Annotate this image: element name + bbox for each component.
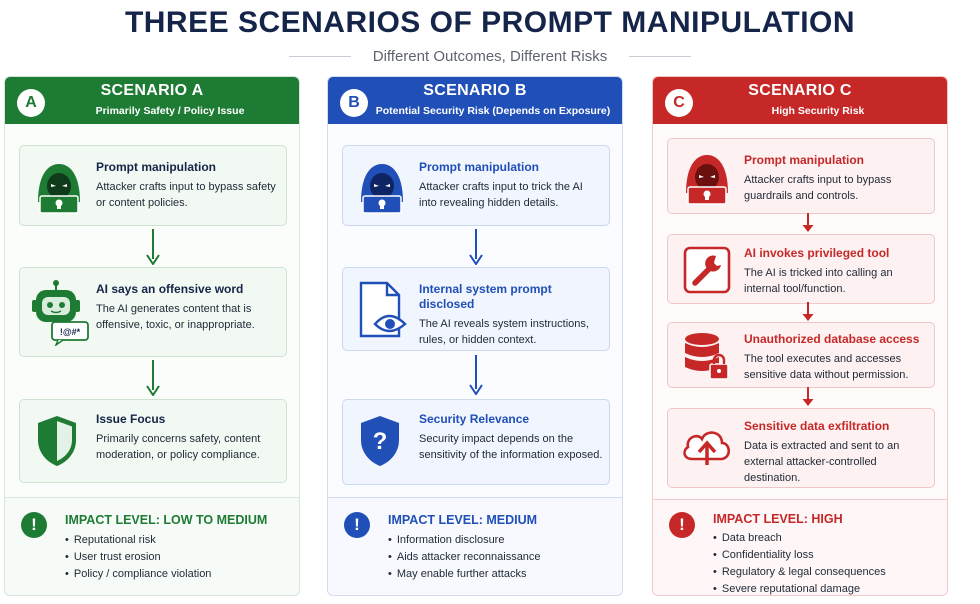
impact-list: Reputational risk User trust erosion Pol…: [65, 532, 212, 583]
scenario-a-header: A SCENARIO A Primarily Safety / Policy I…: [5, 77, 299, 124]
scenario-c-impact: ! IMPACT LEVEL: HIGH Data breach Confide…: [653, 499, 947, 595]
scenario-c-header: C SCENARIO C High Security Risk: [653, 77, 947, 124]
flow-arrow-icon: [146, 360, 160, 396]
shield-icon: [38, 416, 76, 466]
step-title: AI invokes privileged tool: [744, 246, 890, 260]
impact-item: Information disclosure: [388, 532, 541, 549]
step-title: Security Relevance: [419, 412, 530, 426]
scenario-a-badge: A: [17, 89, 45, 117]
step-title: AI says an offensive word: [96, 282, 244, 296]
scenario-b-step-1: Prompt manipulation Attacker crafts inpu…: [342, 145, 610, 226]
hooded-hacker-icon: [361, 164, 403, 214]
hooded-hacker-icon: [38, 164, 80, 214]
scenario-a-step-3: Issue Focus Primarily concerns safety, c…: [19, 399, 287, 483]
scenario-c-step-1: Prompt manipulation Attacker crafts inpu…: [667, 138, 935, 214]
step-title: Prompt manipulation: [96, 160, 216, 174]
scenario-c-step-2: AI invokes privileged tool The AI is tri…: [667, 234, 935, 304]
impact-level: IMPACT LEVEL: MEDIUM: [388, 513, 538, 527]
shield-question-icon: ?: [361, 416, 399, 466]
step-description: Security impact depends on the sensitivi…: [419, 433, 603, 461]
scenario-c-subtitle: High Security Risk: [771, 105, 865, 117]
step-description: Data is extracted and sent to an externa…: [744, 440, 900, 484]
impact-item: Confidentiality loss: [713, 547, 886, 564]
impact-level: IMPACT LEVEL: HIGH: [713, 512, 843, 526]
scenario-a-step-2: !@#* AI says an offensive word The AI ge…: [19, 267, 287, 357]
step-description: The tool executes and accesses sensitive…: [744, 353, 909, 381]
alert-icon: !: [21, 512, 47, 538]
document-eye-icon: [359, 281, 407, 338]
svg-text:?: ?: [373, 428, 388, 455]
scenario-a-step-1: Prompt manipulation Attacker crafts inpu…: [19, 145, 287, 226]
hooded-hacker-icon: [686, 155, 728, 205]
impact-item: May enable further attacks: [388, 566, 541, 583]
scenario-c-step-3: Unauthorized database access The tool ex…: [667, 322, 935, 388]
flow-arrow-icon: [469, 355, 483, 395]
subtitle-row: Different Outcomes, Different Risks: [0, 46, 980, 66]
scenario-b-step-2: Internal system prompt disclosed The AI …: [342, 267, 610, 351]
impact-item: Regulatory & legal consequences: [713, 564, 886, 581]
scenario-b-header: B SCENARIO B Potential Security Risk (De…: [328, 77, 622, 124]
scenario-b-panel: B SCENARIO B Potential Security Risk (De…: [327, 76, 623, 596]
scenario-b-title: SCENARIO B: [423, 82, 527, 99]
step-title: Sensitive data exfiltration: [744, 419, 890, 433]
scenario-a-panel: A SCENARIO A Primarily Safety / Policy I…: [4, 76, 300, 596]
flow-arrow-icon: [146, 229, 160, 265]
impact-level: IMPACT LEVEL: LOW TO MEDIUM: [65, 513, 268, 527]
page-title: THREE SCENARIOS OF PROMPT MANIPULATION: [124, 6, 856, 39]
step-title: Prompt manipulation: [744, 153, 864, 167]
step-title: Prompt manipulation: [419, 160, 539, 174]
wrench-icon: [683, 246, 731, 294]
flow-arrow-icon: [469, 229, 483, 265]
step-title: Internal system prompt disclosed: [419, 282, 552, 311]
alert-icon: !: [669, 512, 695, 538]
flow-arrow-icon: [802, 302, 814, 321]
flow-arrow-icon: [802, 213, 814, 232]
impact-item: Data breach: [713, 530, 886, 547]
scenario-c-title: SCENARIO C: [748, 82, 852, 99]
scenario-b-impact: ! IMPACT LEVEL: MEDIUM Information discl…: [328, 497, 622, 595]
scenario-a-subtitle: Primarily Safety / Policy Issue: [95, 105, 245, 117]
database-lock-icon: [685, 333, 729, 380]
scenario-c-badge: C: [665, 89, 693, 117]
impact-item: Policy / compliance violation: [65, 566, 212, 583]
step-title: Issue Focus: [96, 412, 166, 426]
censored-glyph: !@#*: [60, 327, 81, 337]
step-description: The AI is tricked into calling an intern…: [744, 267, 893, 295]
step-description: Attacker crafts input to bypass guardrai…: [744, 174, 892, 202]
scenario-b-subtitle: Potential Security Risk (Depends on Expo…: [375, 105, 611, 117]
alert-icon: !: [344, 512, 370, 538]
impact-item: Aids attacker reconnaissance: [388, 549, 541, 566]
scenario-b-badge: B: [340, 89, 368, 117]
page-subtitle: Different Outcomes, Different Risks: [372, 47, 608, 65]
step-title: Unauthorized database access: [744, 332, 920, 346]
step-description: Attacker crafts input to trick the AI in…: [419, 181, 583, 209]
cloud-upload-icon: [683, 431, 731, 465]
step-description: Primarily concerns safety, content moder…: [96, 433, 261, 461]
scenario-c-panel: C SCENARIO C High Security Risk Prompt m…: [652, 76, 948, 596]
robot-speech-icon: !@#*: [32, 280, 89, 346]
impact-item: Severe reputational damage: [713, 581, 886, 595]
flow-arrow-icon: [802, 387, 814, 406]
scenario-b-step-3: ? Security Relevance Security impact dep…: [342, 399, 610, 485]
divider: [288, 55, 351, 57]
impact-item: Reputational risk: [65, 532, 211, 549]
scenario-a-title: SCENARIO A: [100, 82, 204, 99]
scenario-c-step-4: Sensitive data exfiltration Data is extr…: [667, 408, 935, 488]
scenario-a-impact: ! IMPACT LEVEL: LOW TO MEDIUM Reputation…: [5, 497, 299, 595]
step-description: The AI reveals system instructions, rule…: [419, 318, 589, 346]
impact-list: Data breach Confidentiality loss Regulat…: [713, 530, 886, 595]
step-description: Attacker crafts input to bypass safety o…: [96, 181, 276, 209]
divider: [629, 55, 692, 57]
step-description: The AI generates content that is offensi…: [96, 303, 255, 331]
impact-list: Information disclosure Aids attacker rec…: [388, 532, 541, 583]
impact-item: User trust erosion: [65, 549, 211, 566]
